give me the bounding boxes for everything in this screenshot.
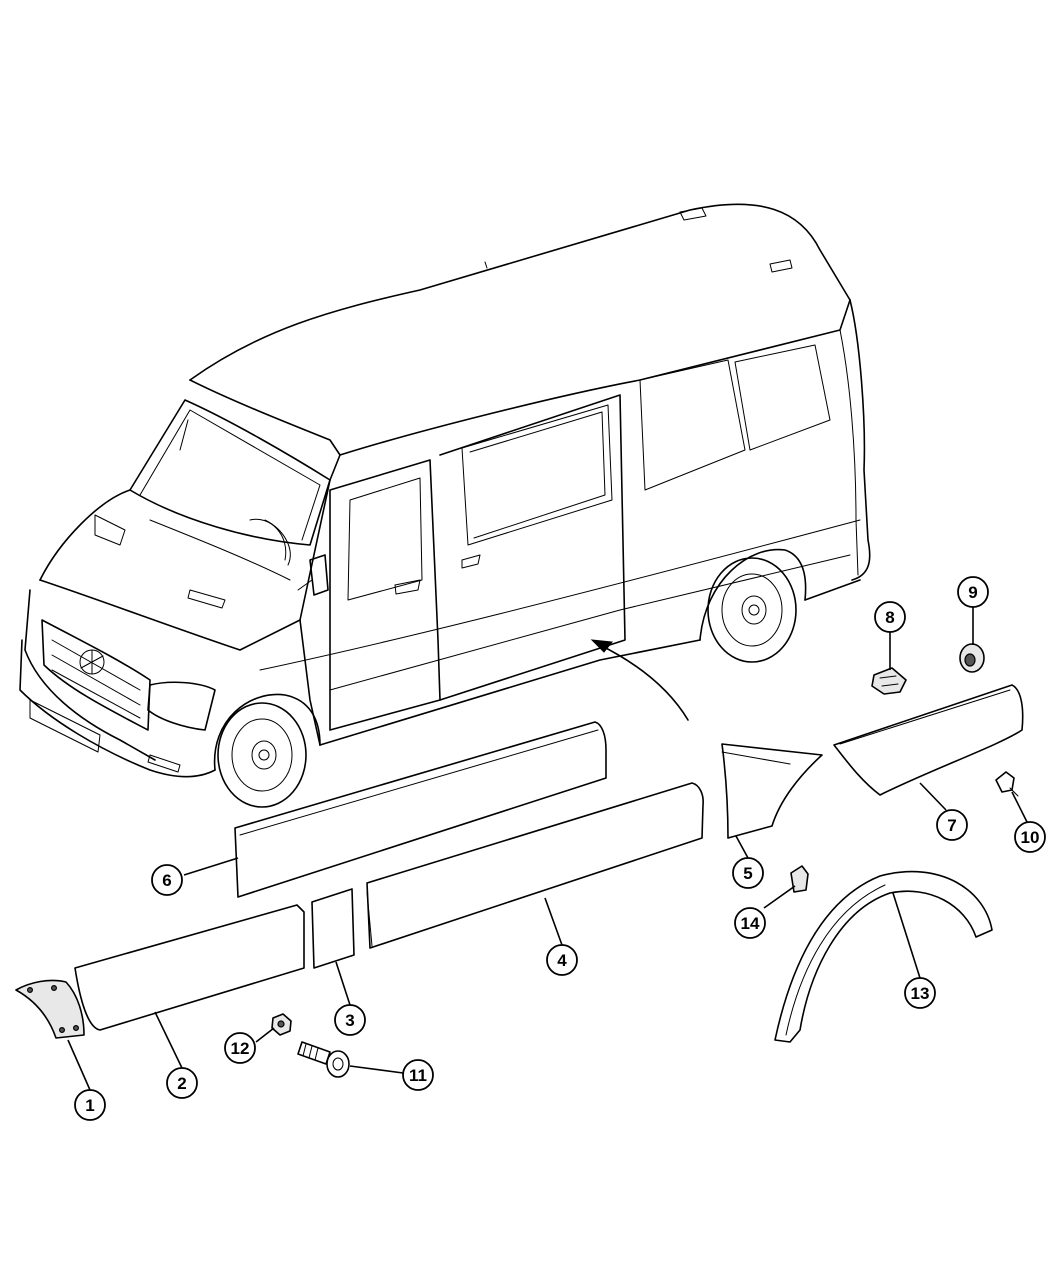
callout-1: 1 xyxy=(74,1089,106,1121)
callout-13: 13 xyxy=(904,977,936,1009)
part-11-bolt xyxy=(297,1041,350,1078)
callout-12: 12 xyxy=(224,1032,256,1064)
van-illustration xyxy=(19,203,871,808)
callout-14: 14 xyxy=(734,907,766,939)
part-12-nut xyxy=(271,1013,292,1036)
svg-text:13: 13 xyxy=(911,984,930,1003)
location-arrow xyxy=(590,639,689,721)
svg-text:5: 5 xyxy=(743,864,752,883)
callout-5: 5 xyxy=(732,857,764,889)
svg-text:1: 1 xyxy=(85,1096,94,1115)
part-9-clip xyxy=(959,643,985,673)
callout-2: 2 xyxy=(166,1067,198,1099)
svg-text:11: 11 xyxy=(409,1066,427,1085)
part-14-bracket xyxy=(790,865,809,893)
part-1-end-cap xyxy=(15,979,85,1039)
svg-text:14: 14 xyxy=(741,914,760,933)
callout-8: 8 xyxy=(874,601,906,633)
callout-3: 3 xyxy=(334,1004,366,1036)
callout-4: 4 xyxy=(546,944,578,976)
callout-9: 9 xyxy=(957,576,989,608)
callout-6: 6 xyxy=(151,864,183,896)
part-10-rivet xyxy=(995,771,1019,797)
part-2-moulding xyxy=(74,904,305,1031)
svg-text:6: 6 xyxy=(162,871,171,890)
part-3-moulding xyxy=(311,888,355,969)
callout-7: 7 xyxy=(936,809,968,841)
leader-lines xyxy=(67,607,1028,1091)
svg-text:10: 10 xyxy=(1021,828,1040,847)
part-13-wheel-flare xyxy=(774,870,993,1043)
part-5-moulding xyxy=(721,743,823,839)
part-6-moulding xyxy=(234,721,607,898)
svg-text:7: 7 xyxy=(947,816,956,835)
svg-text:2: 2 xyxy=(177,1074,186,1093)
svg-text:8: 8 xyxy=(885,608,894,627)
svg-text:4: 4 xyxy=(557,951,567,970)
callout-10: 10 xyxy=(1014,821,1046,853)
part-8-clip xyxy=(871,667,907,695)
callout-11: 11 xyxy=(402,1059,434,1091)
part-7-moulding xyxy=(833,684,1024,796)
svg-text:9: 9 xyxy=(968,583,977,602)
part-4-moulding xyxy=(366,782,704,949)
svg-text:3: 3 xyxy=(345,1011,354,1030)
svg-text:12: 12 xyxy=(231,1039,250,1058)
